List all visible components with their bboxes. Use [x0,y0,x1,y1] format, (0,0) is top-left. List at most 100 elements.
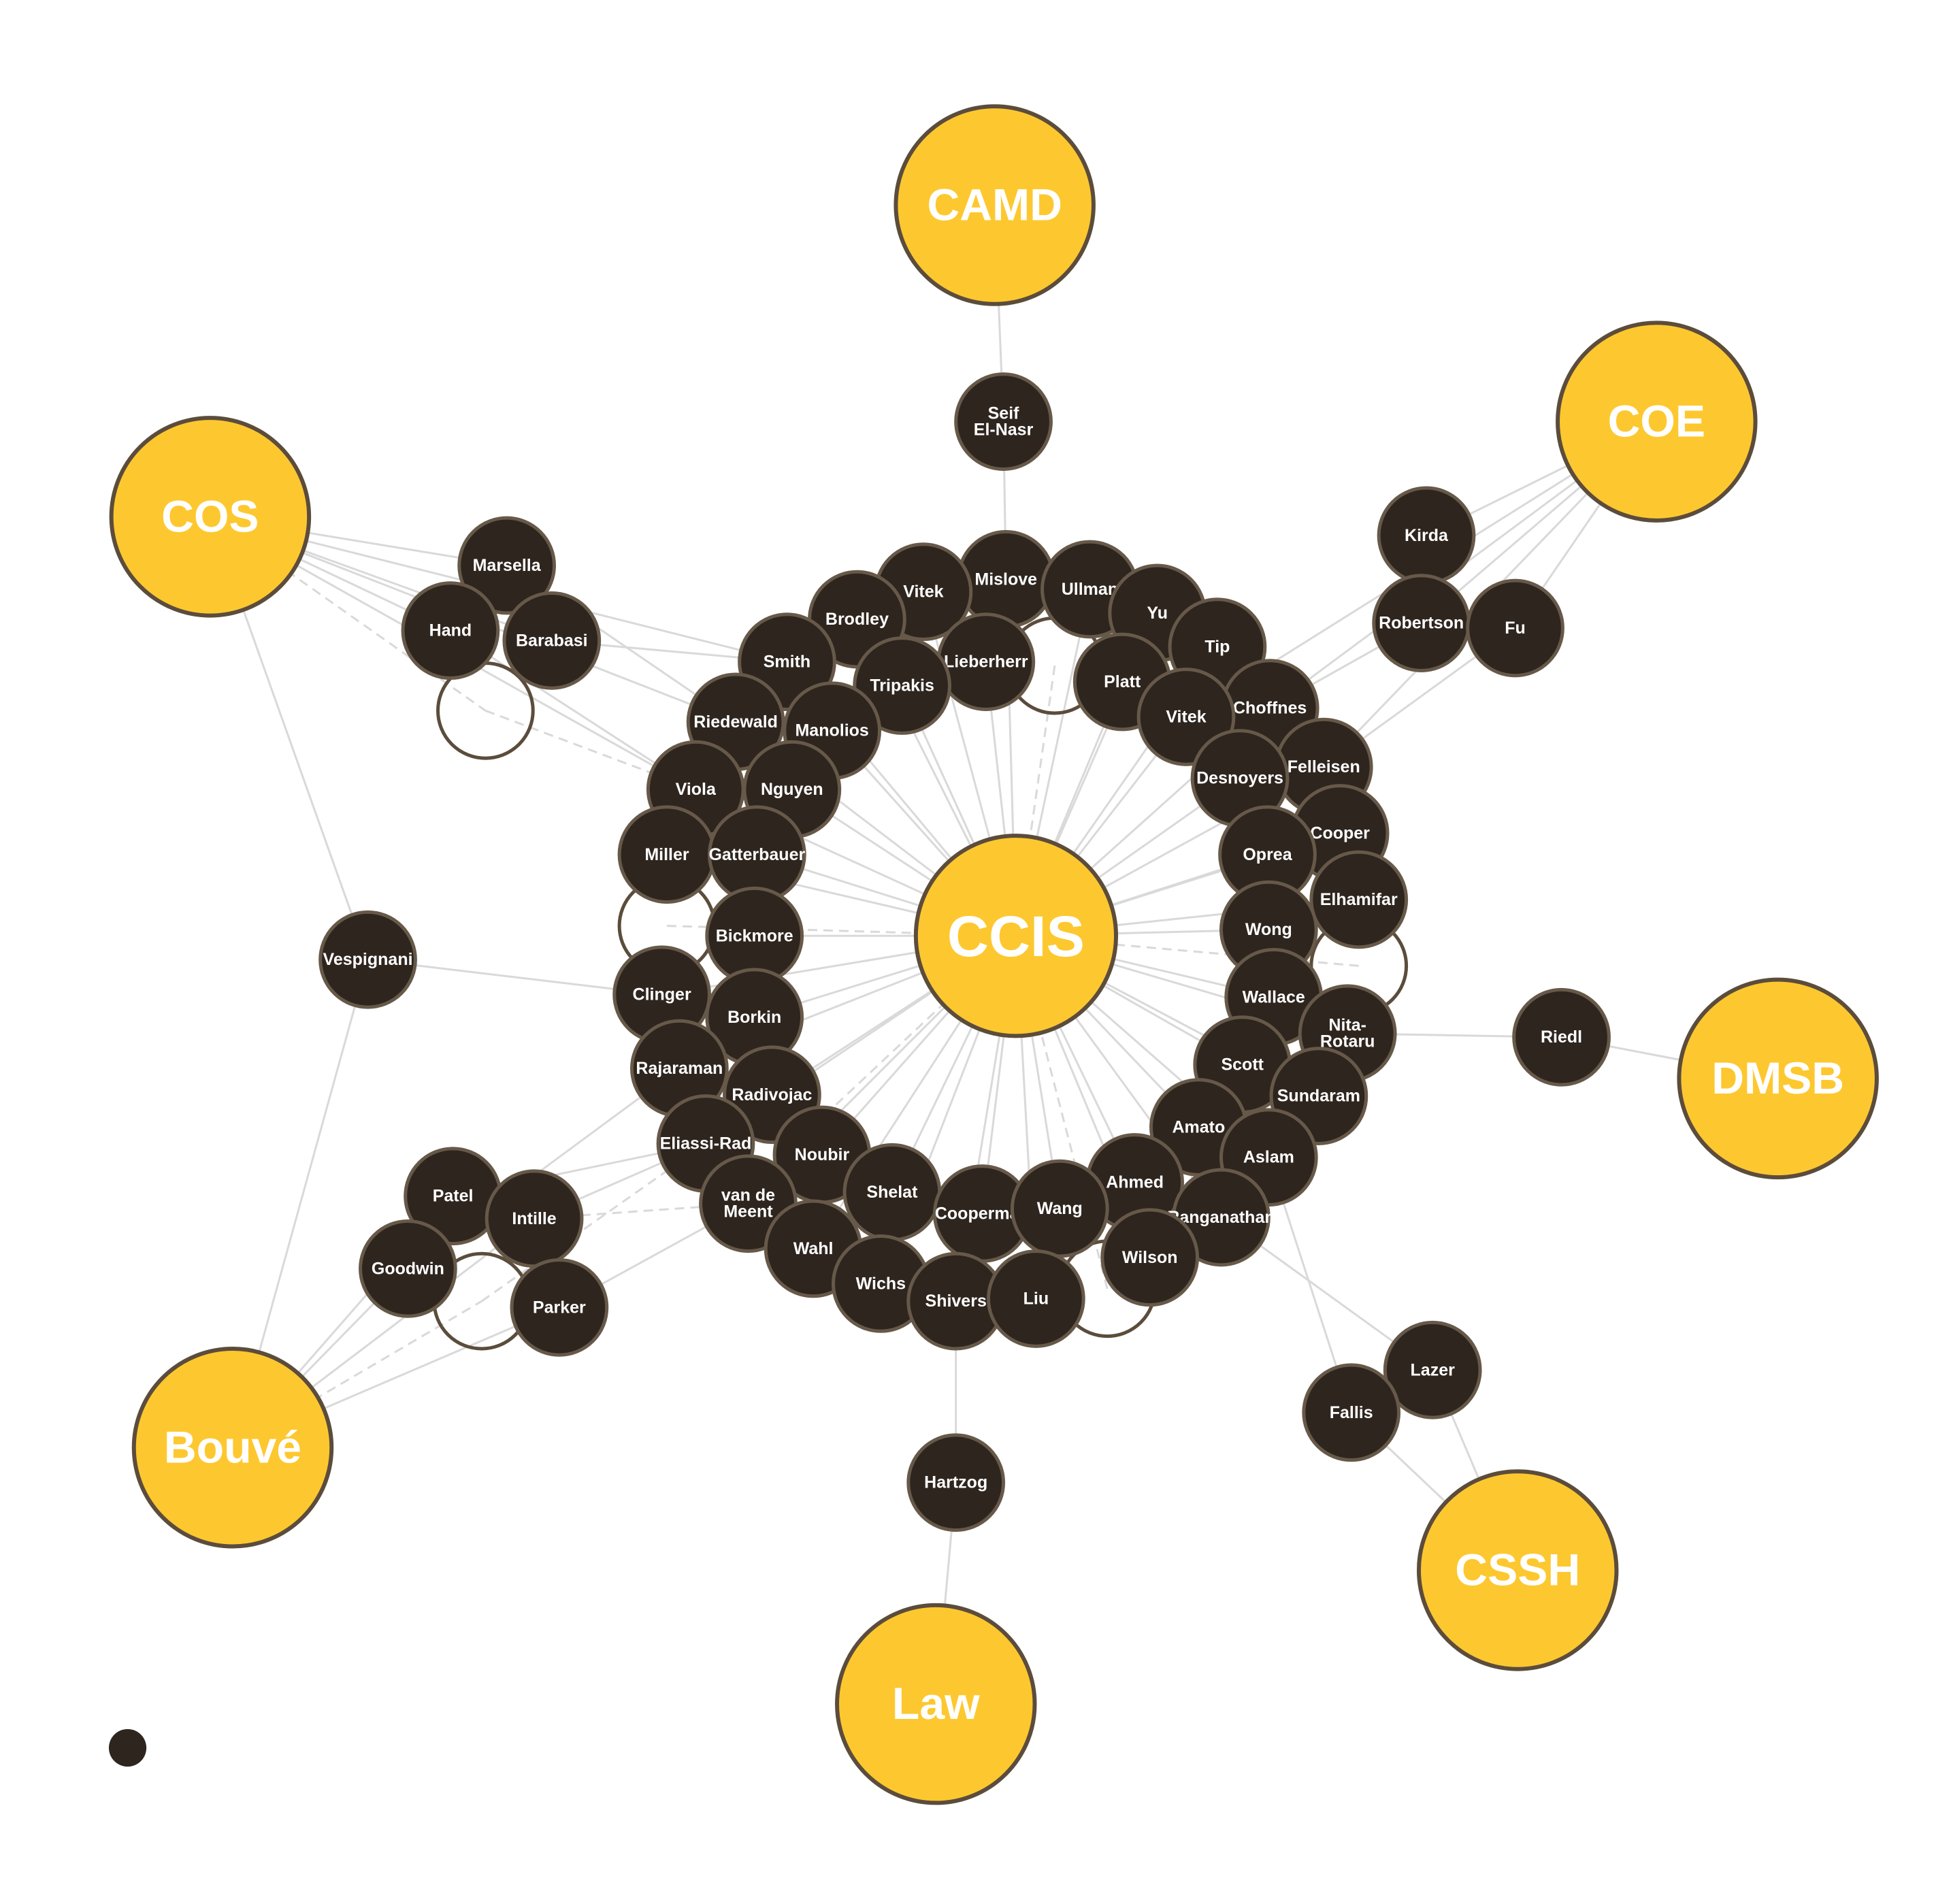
person-node-bickmore[interactable]: Bickmore [705,886,804,985]
person-label: Wang [1037,1199,1083,1218]
person-node-lazer[interactable]: Lazer [1383,1320,1482,1419]
hub-node-cssh[interactable]: CSSH [1416,1469,1619,1671]
person-node-fu[interactable]: Fu [1466,578,1564,678]
person-label: Platt [1104,672,1141,691]
person-circle [1466,578,1564,678]
person-label: Rajaraman [636,1059,723,1078]
person-node-vespignani[interactable]: Vespignani [318,910,417,1009]
person-node-oprea[interactable]: Oprea [1218,805,1317,904]
person-label: Choffnes [1233,699,1307,718]
person-label: Barabasi [516,631,588,650]
person-label: Brodley [825,610,889,629]
person-label: Amato [1172,1118,1225,1137]
person-label: Bickmore [716,926,793,945]
person-node-hartzog[interactable]: Hartzog [906,1433,1006,1532]
person-label: Manolios [795,721,868,740]
person-label: Nita- [1328,1016,1366,1035]
person-label: Riedl [1541,1028,1582,1047]
person-label: Lieberherr [944,653,1028,672]
person-node-clinger[interactable]: Clinger [612,945,711,1045]
hub-circle [913,834,1119,1038]
person-node-elhamifar[interactable]: Elhamifar [1309,850,1409,949]
person-label: Sundaram [1277,1087,1360,1106]
person-node-barabasi[interactable]: Barabasi [502,591,602,690]
person-label: Hartzog [924,1473,987,1492]
person-label: Patel [433,1187,474,1206]
hub-node-coe[interactable]: COE [1556,321,1758,523]
person-label: Tripakis [870,676,934,695]
person-node-miller[interactable]: Miller [617,805,717,904]
person-label: Riedewald [693,712,778,732]
person-node-kirda[interactable]: Kirda [1377,486,1476,585]
person-node-mislove[interactable]: Mislove [956,529,1055,629]
person-node-ranganathan[interactable]: Ranganathan [1167,1168,1275,1267]
hub-node-cos[interactable]: COS [109,416,312,618]
person-label: Felleisen [1288,757,1360,776]
hub-circle [835,1603,1037,1805]
person-label: Elhamifar [1320,890,1398,909]
person-node-ahmed[interactable]: Ahmed [1085,1133,1184,1232]
hub-node-law[interactable]: Law [835,1603,1037,1805]
person-label: Intille [512,1209,556,1228]
person-node-parker[interactable]: Parker [510,1258,609,1357]
person-node-riedl[interactable]: Riedl [1512,987,1611,1087]
hub-label: Law [892,1679,980,1729]
person-label: Goodwin [372,1259,444,1278]
person-node-wang[interactable]: Wang [1010,1159,1109,1258]
person-label: Ullman [1062,580,1118,599]
person-label: Yu [1147,604,1168,623]
person-node-wilson[interactable]: Wilson [1100,1208,1200,1307]
person-label: Wichs [856,1274,906,1293]
person-label: Clinger [633,985,691,1004]
hub-label: COE [1608,397,1705,447]
hub-node-camd[interactable]: CAMD [893,104,1096,306]
person-node-borkin[interactable]: Borkin [705,968,804,1067]
person-node-liu[interactable]: Liu [986,1249,1085,1348]
person-label: Noubir [795,1145,850,1164]
person-label: Gatterbauer [708,845,805,864]
person-label: Wahl [793,1239,834,1258]
person-label: Tip [1204,638,1230,657]
legend-dot [108,1728,147,1767]
person-label: Vespignani [323,950,413,969]
person-node-intille[interactable]: Intille [485,1169,584,1268]
person-label: Seif [988,404,1020,423]
edge-line [485,709,696,791]
person-label: Wallace [1243,987,1305,1006]
person-label: El-Nasr [974,421,1034,440]
person-label: Eliassi-Rad [660,1134,752,1153]
person-label: Oprea [1243,845,1292,864]
person-circle [401,581,500,680]
hub-node-dmsb[interactable]: DMSB [1677,977,1879,1180]
person-label: Meent [723,1202,773,1221]
person-node-shelat[interactable]: Shelat [842,1143,942,1242]
person-node-fallis[interactable]: Fallis [1302,1363,1401,1462]
person-circle [1383,1320,1482,1419]
person-circle [906,1433,1006,1532]
person-label: Mislove [974,570,1037,589]
person-circle [954,372,1053,471]
person-node-desnoyers[interactable]: Desnoyers [1190,729,1290,827]
person-node-hand[interactable]: Hand [401,581,500,680]
person-node-lieberherr[interactable]: Lieberherr [936,612,1036,711]
person-label: Liu [1023,1289,1049,1308]
person-node-tripakis[interactable]: Tripakis [853,636,951,735]
person-label: Nguyen [761,780,823,799]
person-node-rajaraman[interactable]: Rajaraman [629,1019,729,1118]
person-node-goodwin[interactable]: Goodwin [359,1219,457,1318]
person-label: Cooper [1310,824,1370,843]
person-label: Hand [429,621,472,640]
person-node-robertson[interactable]: Robertson [1372,574,1471,672]
person-label: Aslam [1243,1148,1294,1167]
person-circle [359,1219,457,1318]
person-circle [986,1249,1085,1348]
person-label: Viola [676,780,717,799]
person-circle [502,591,602,690]
person-node-marsella[interactable]: Marsella [457,516,556,615]
hub-label: COS [161,491,259,542]
hub-node-bouve[interactable]: Bouvé [131,1347,334,1549]
person-label: Kirda [1405,526,1449,545]
hub-node-ccis[interactable]: CCIS [913,834,1119,1038]
